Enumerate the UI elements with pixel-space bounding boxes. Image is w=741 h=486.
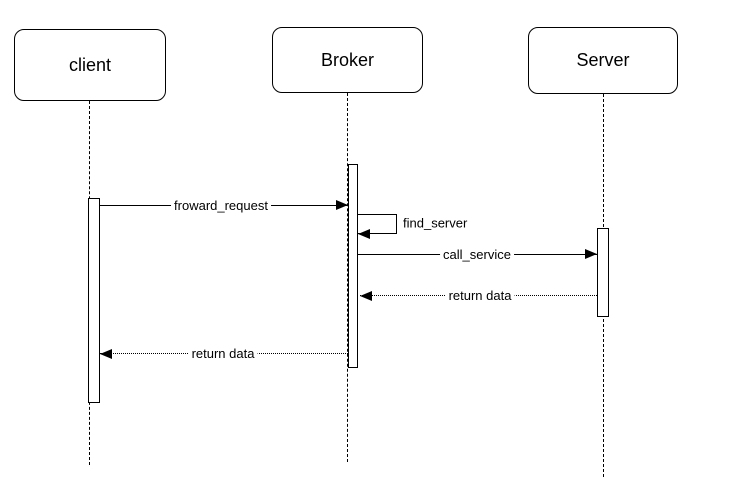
arrowhead-left-icon: [358, 229, 370, 239]
activation-server: [597, 228, 609, 317]
message-find-server-label: find_server: [403, 215, 468, 231]
activation-client: [88, 198, 100, 403]
participant-server-label: Server: [576, 50, 630, 70]
message-return-data-2-label: return data: [188, 346, 258, 362]
arrowhead-left-icon: [100, 349, 112, 359]
participant-server: Server: [528, 27, 678, 94]
message-call-service-label: call_service: [440, 247, 514, 263]
participant-client: client: [14, 29, 166, 101]
participant-broker-label: Broker: [320, 49, 374, 70]
arrowhead-right-icon: [336, 200, 348, 210]
lifeline-broker: [347, 93, 348, 462]
arrowhead-right-icon: [585, 249, 597, 259]
message-find-server-loop: [358, 214, 397, 234]
participant-client-label: client: [68, 54, 112, 75]
arrowhead-left-icon: [360, 291, 372, 301]
message-return-data-1-label: return data: [445, 288, 515, 304]
participant-broker: Broker: [272, 27, 423, 93]
message-froward-request-label: froward_request: [171, 198, 271, 214]
activation-broker: [348, 164, 358, 368]
